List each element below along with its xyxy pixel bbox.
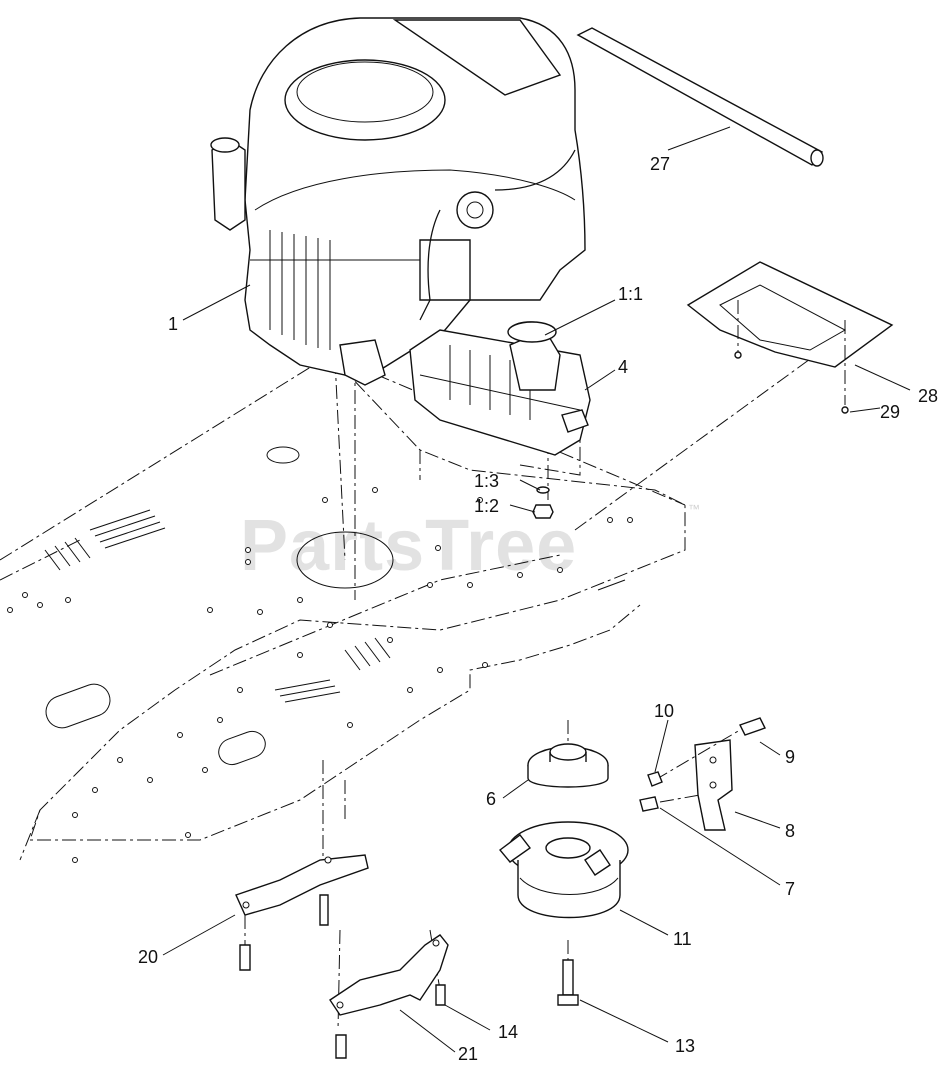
callout-29: 29: [880, 402, 900, 422]
engine: [210, 17, 586, 386]
callout-1: 1: [168, 314, 178, 334]
watermark-text: PartsTree: [240, 506, 577, 586]
callout-1-2: 1:2: [474, 496, 499, 516]
callout-14: 14: [498, 1022, 518, 1042]
bracket-21: [329, 934, 449, 1059]
callout-21: 21: [458, 1044, 478, 1064]
callout-28: 28: [918, 386, 938, 406]
shield-plate: [686, 261, 894, 414]
callout-4: 4: [618, 357, 628, 377]
callout-1-3: 1:3: [474, 471, 499, 491]
callout-1-1: 1:1: [618, 284, 643, 304]
callout-13: 13: [675, 1036, 695, 1056]
pulley: [527, 743, 609, 788]
callout-27: 27: [650, 154, 670, 174]
bracket-20: [235, 854, 369, 971]
tube: [576, 27, 824, 167]
callout-10: 10: [654, 701, 674, 721]
bolt: [557, 959, 579, 1006]
callout-7: 7: [785, 879, 795, 899]
callout-11: 11: [673, 929, 692, 949]
gasket: [507, 321, 557, 343]
callout-8: 8: [785, 821, 795, 841]
clutch: [498, 821, 629, 919]
callout-20: 20: [138, 947, 158, 967]
callout-labels: 1 1:1 4 1:3 1:2 27 28 29 10 9 6 8 7 11 2…: [138, 154, 938, 1064]
leader-lines: [162, 126, 911, 1053]
callout-9: 9: [785, 747, 795, 767]
chassis-frame: [0, 329, 851, 1031]
washer-and-nut: [532, 486, 554, 519]
muffler: [409, 321, 591, 456]
callout-6: 6: [486, 789, 496, 809]
bracket: [639, 717, 766, 831]
watermark-trademark: ™: [688, 502, 700, 516]
